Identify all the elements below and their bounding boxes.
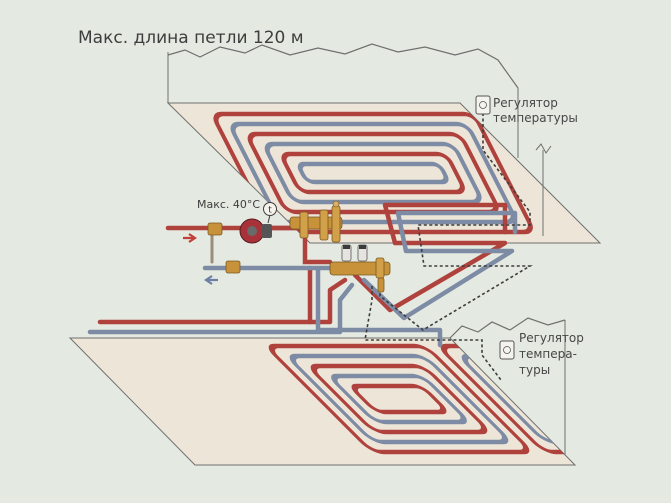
lower-thermostat-wire (364, 286, 502, 381)
return-flow-arrow-icon (204, 275, 218, 285)
air-vent-icon (332, 200, 340, 208)
actuator-cap (343, 245, 350, 249)
manifold-valve (331, 205, 341, 243)
manifold-valve (299, 211, 309, 239)
thermometer-stem (267, 214, 271, 224)
pump-motor-cap (247, 226, 257, 236)
manifold-valve (375, 257, 385, 279)
upper-thermostat-wire (379, 113, 533, 331)
regulator-lower-label-line3: туры (519, 363, 551, 377)
lower-floor (68, 317, 577, 466)
lower-return-riser (87, 282, 355, 335)
riser-pipes (87, 202, 518, 348)
thermostat-icon (475, 95, 491, 115)
pump-housing (262, 224, 272, 238)
supply-loop (310, 363, 488, 435)
supply-loop (268, 343, 530, 455)
supply-loop (523, 383, 575, 415)
upper-supply-riser (352, 202, 508, 313)
mixing-valve (207, 222, 223, 236)
supply-loop (247, 131, 499, 215)
return-loop (297, 161, 449, 185)
lower-heating-coil-a (268, 343, 530, 455)
actuator-cap (359, 245, 366, 249)
regulator-lower-label-line2: темпера- (519, 347, 577, 361)
pump-to-manifold-pipe (265, 225, 333, 265)
thermostat-lower (499, 340, 515, 360)
supply-loop (281, 151, 465, 195)
thermostat-icon (499, 340, 515, 360)
upper-return-riser (361, 210, 518, 321)
upper-floor (166, 43, 602, 244)
regulator-lower-label-line1: Регулятор (519, 331, 584, 345)
manifold-lower (329, 244, 391, 293)
lower-return-riser (315, 267, 443, 348)
pump-group: t (207, 202, 277, 274)
manifold-drain-valve (377, 277, 385, 293)
manifold-valve (319, 209, 329, 241)
return-loop (264, 141, 482, 205)
thermometer-symbol: t (268, 206, 272, 216)
regulator-upper-label-line1: Регулятор (493, 96, 558, 110)
return-loop (331, 373, 467, 425)
flow-arrows (183, 233, 218, 285)
diagram-title: Макс. длина петли 120 м (78, 28, 304, 48)
supply-loop (351, 383, 447, 415)
manifold-body (329, 261, 391, 276)
manifold-upper (289, 200, 343, 243)
thermostat-dial (503, 346, 511, 354)
return-valve (225, 260, 241, 274)
thermostat-upper (475, 95, 491, 115)
lower-supply-riser (97, 277, 348, 325)
supply-flow-arrow-icon (183, 233, 197, 243)
thermostat-dial (479, 101, 487, 109)
return-loop (289, 353, 509, 445)
thermostat-wiring (364, 113, 533, 381)
regulator-upper-label-line2: температуры (493, 111, 578, 125)
lower-wall-broken-edge (449, 317, 566, 339)
upper-wall-broken-edge (167, 43, 519, 89)
upper-heating-coil (213, 111, 533, 235)
upper-wall-broken-edge (535, 143, 552, 154)
max-temp-label: Макс. 40°C (197, 198, 261, 211)
